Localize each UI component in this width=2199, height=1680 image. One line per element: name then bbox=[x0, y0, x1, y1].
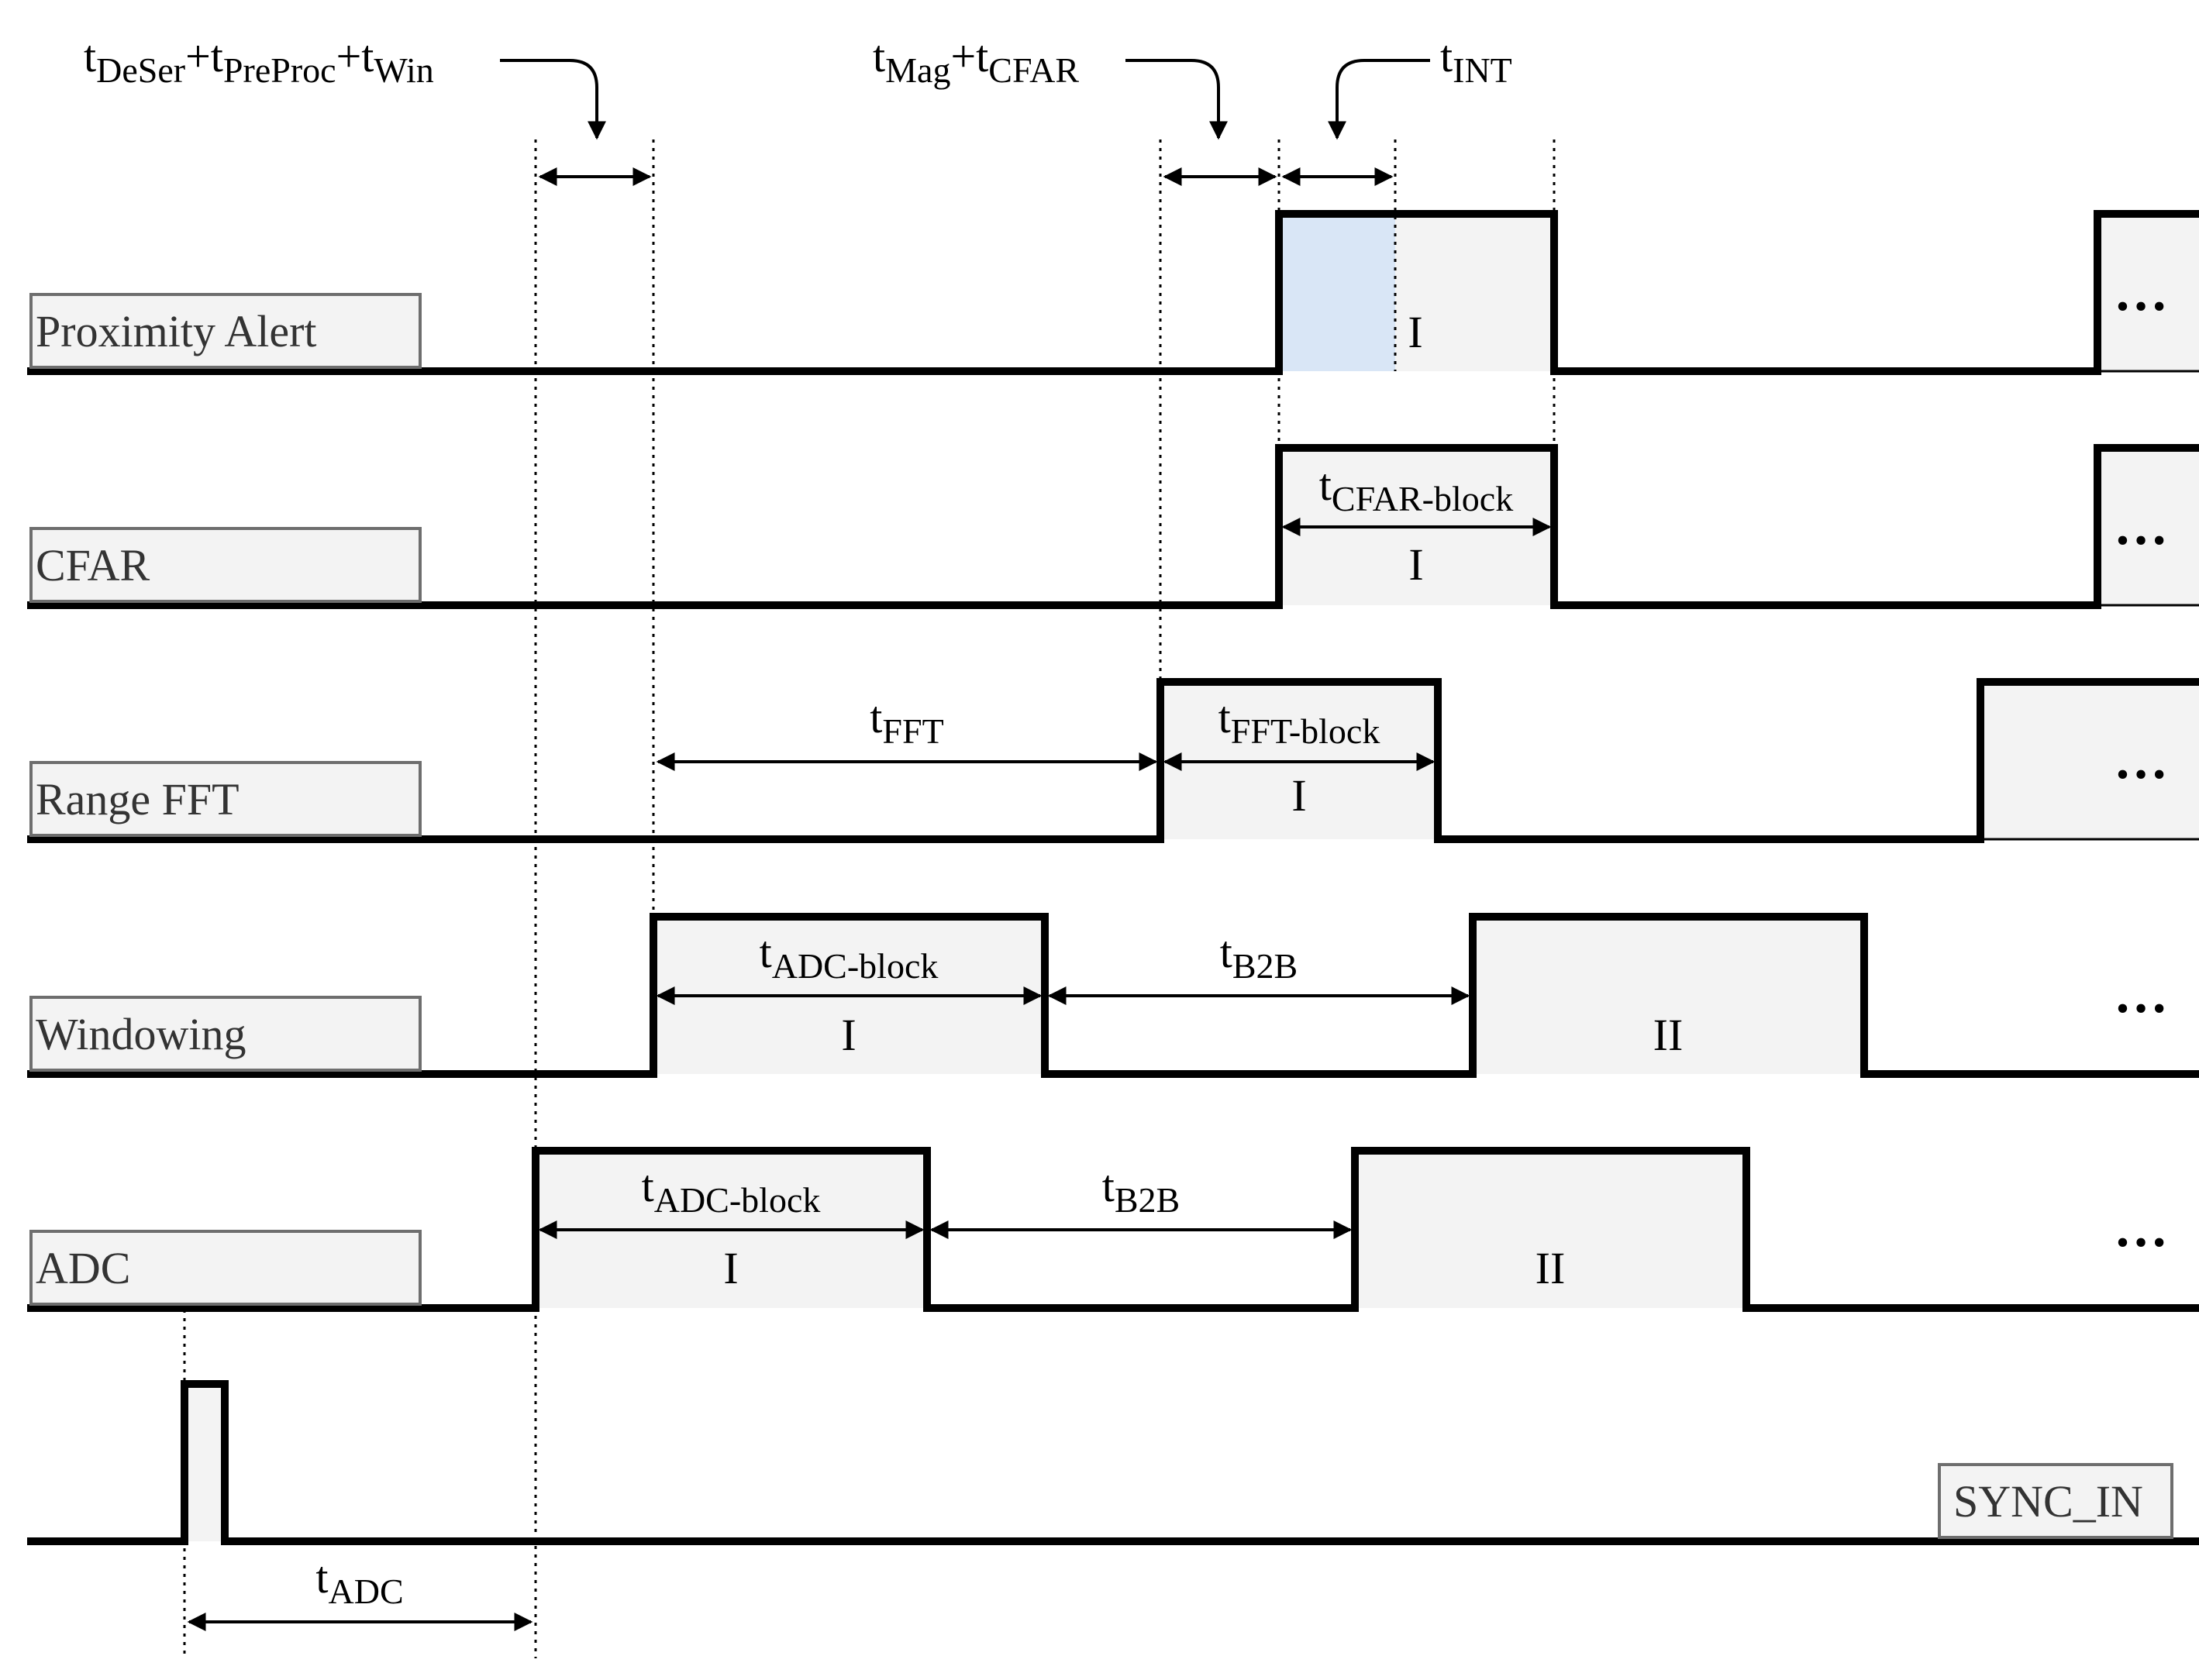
windowing-signal bbox=[27, 913, 2199, 1078]
timing-label-int: tINT bbox=[1440, 31, 1512, 90]
sync-in-signal bbox=[27, 1380, 2199, 1545]
block-labels: I I I I II I II bbox=[723, 307, 1683, 1293]
block-label: I bbox=[1408, 307, 1422, 357]
timing-label-adc: tADC bbox=[315, 1552, 403, 1611]
proximity-alert-signal bbox=[27, 210, 2199, 375]
continuation-ellipses: … … … … … bbox=[2114, 263, 2168, 1258]
timing-label-mag-cfar: tMag+tCFAR bbox=[873, 31, 1079, 90]
timing-labels: tDeSer+tPreProc+tWin tMag+tCFAR tINT tCF… bbox=[84, 31, 1513, 1611]
ellipsis: … bbox=[2114, 263, 2168, 322]
ellipsis: … bbox=[2114, 731, 2168, 790]
range-fft-signal bbox=[27, 678, 2199, 843]
ellipsis: … bbox=[2114, 965, 2168, 1024]
lane-label-text: Proximity Alert bbox=[36, 306, 317, 356]
dimension-arrows bbox=[187, 167, 1552, 1631]
lane-label-range-fft: Range FFT bbox=[29, 761, 422, 837]
ellipsis: … bbox=[2114, 497, 2168, 556]
lane-label-adc: ADC bbox=[29, 1230, 422, 1306]
block-label: I bbox=[841, 1010, 856, 1060]
timing-label-b2b-windowing: tB2B bbox=[1220, 927, 1298, 986]
block-label: I bbox=[1408, 539, 1423, 590]
block-label: II bbox=[1653, 1010, 1684, 1060]
block-fills bbox=[184, 214, 2199, 1541]
timing-label-adc-block-windowing: tADC-block bbox=[760, 927, 939, 986]
adc-signal bbox=[27, 1147, 2199, 1312]
lane-label-sync-in: SYNC_IN bbox=[1938, 1463, 2173, 1539]
lane-label-cfar: CFAR bbox=[29, 527, 422, 603]
lane-label-text: CFAR bbox=[36, 540, 150, 590]
timing-label-cfar-block: tCFAR-block bbox=[1319, 460, 1513, 518]
lane-label-proximity-alert: Proximity Alert bbox=[29, 293, 422, 369]
lane-label-text: SYNC_IN bbox=[1953, 1476, 2143, 1527]
timing-label-fft-block: tFFT-block bbox=[1218, 692, 1380, 751]
leader-arrows bbox=[500, 59, 1430, 140]
timing-label-adc-block-adc: tADC-block bbox=[642, 1161, 821, 1220]
timing-label-fft: tFFT bbox=[870, 692, 943, 751]
block-label: I bbox=[1291, 770, 1306, 821]
lane-label-text: ADC bbox=[36, 1243, 130, 1293]
block-label: I bbox=[723, 1243, 738, 1293]
lane-label-windowing: Windowing bbox=[29, 996, 422, 1072]
integration-highlight bbox=[1279, 214, 1395, 371]
timing-label-deser-preproc-win: tDeSer+tPreProc+tWin bbox=[84, 31, 434, 90]
waveforms bbox=[27, 210, 2199, 1545]
block-label: II bbox=[1536, 1243, 1566, 1293]
cfar-signal bbox=[27, 444, 2199, 609]
lane-label-text: Range FFT bbox=[36, 774, 240, 825]
ellipsis: … bbox=[2114, 1199, 2168, 1258]
lane-label-text: Windowing bbox=[36, 1009, 246, 1059]
block-separators bbox=[1980, 370, 2199, 841]
timing-label-b2b-adc: tB2B bbox=[1102, 1161, 1180, 1220]
